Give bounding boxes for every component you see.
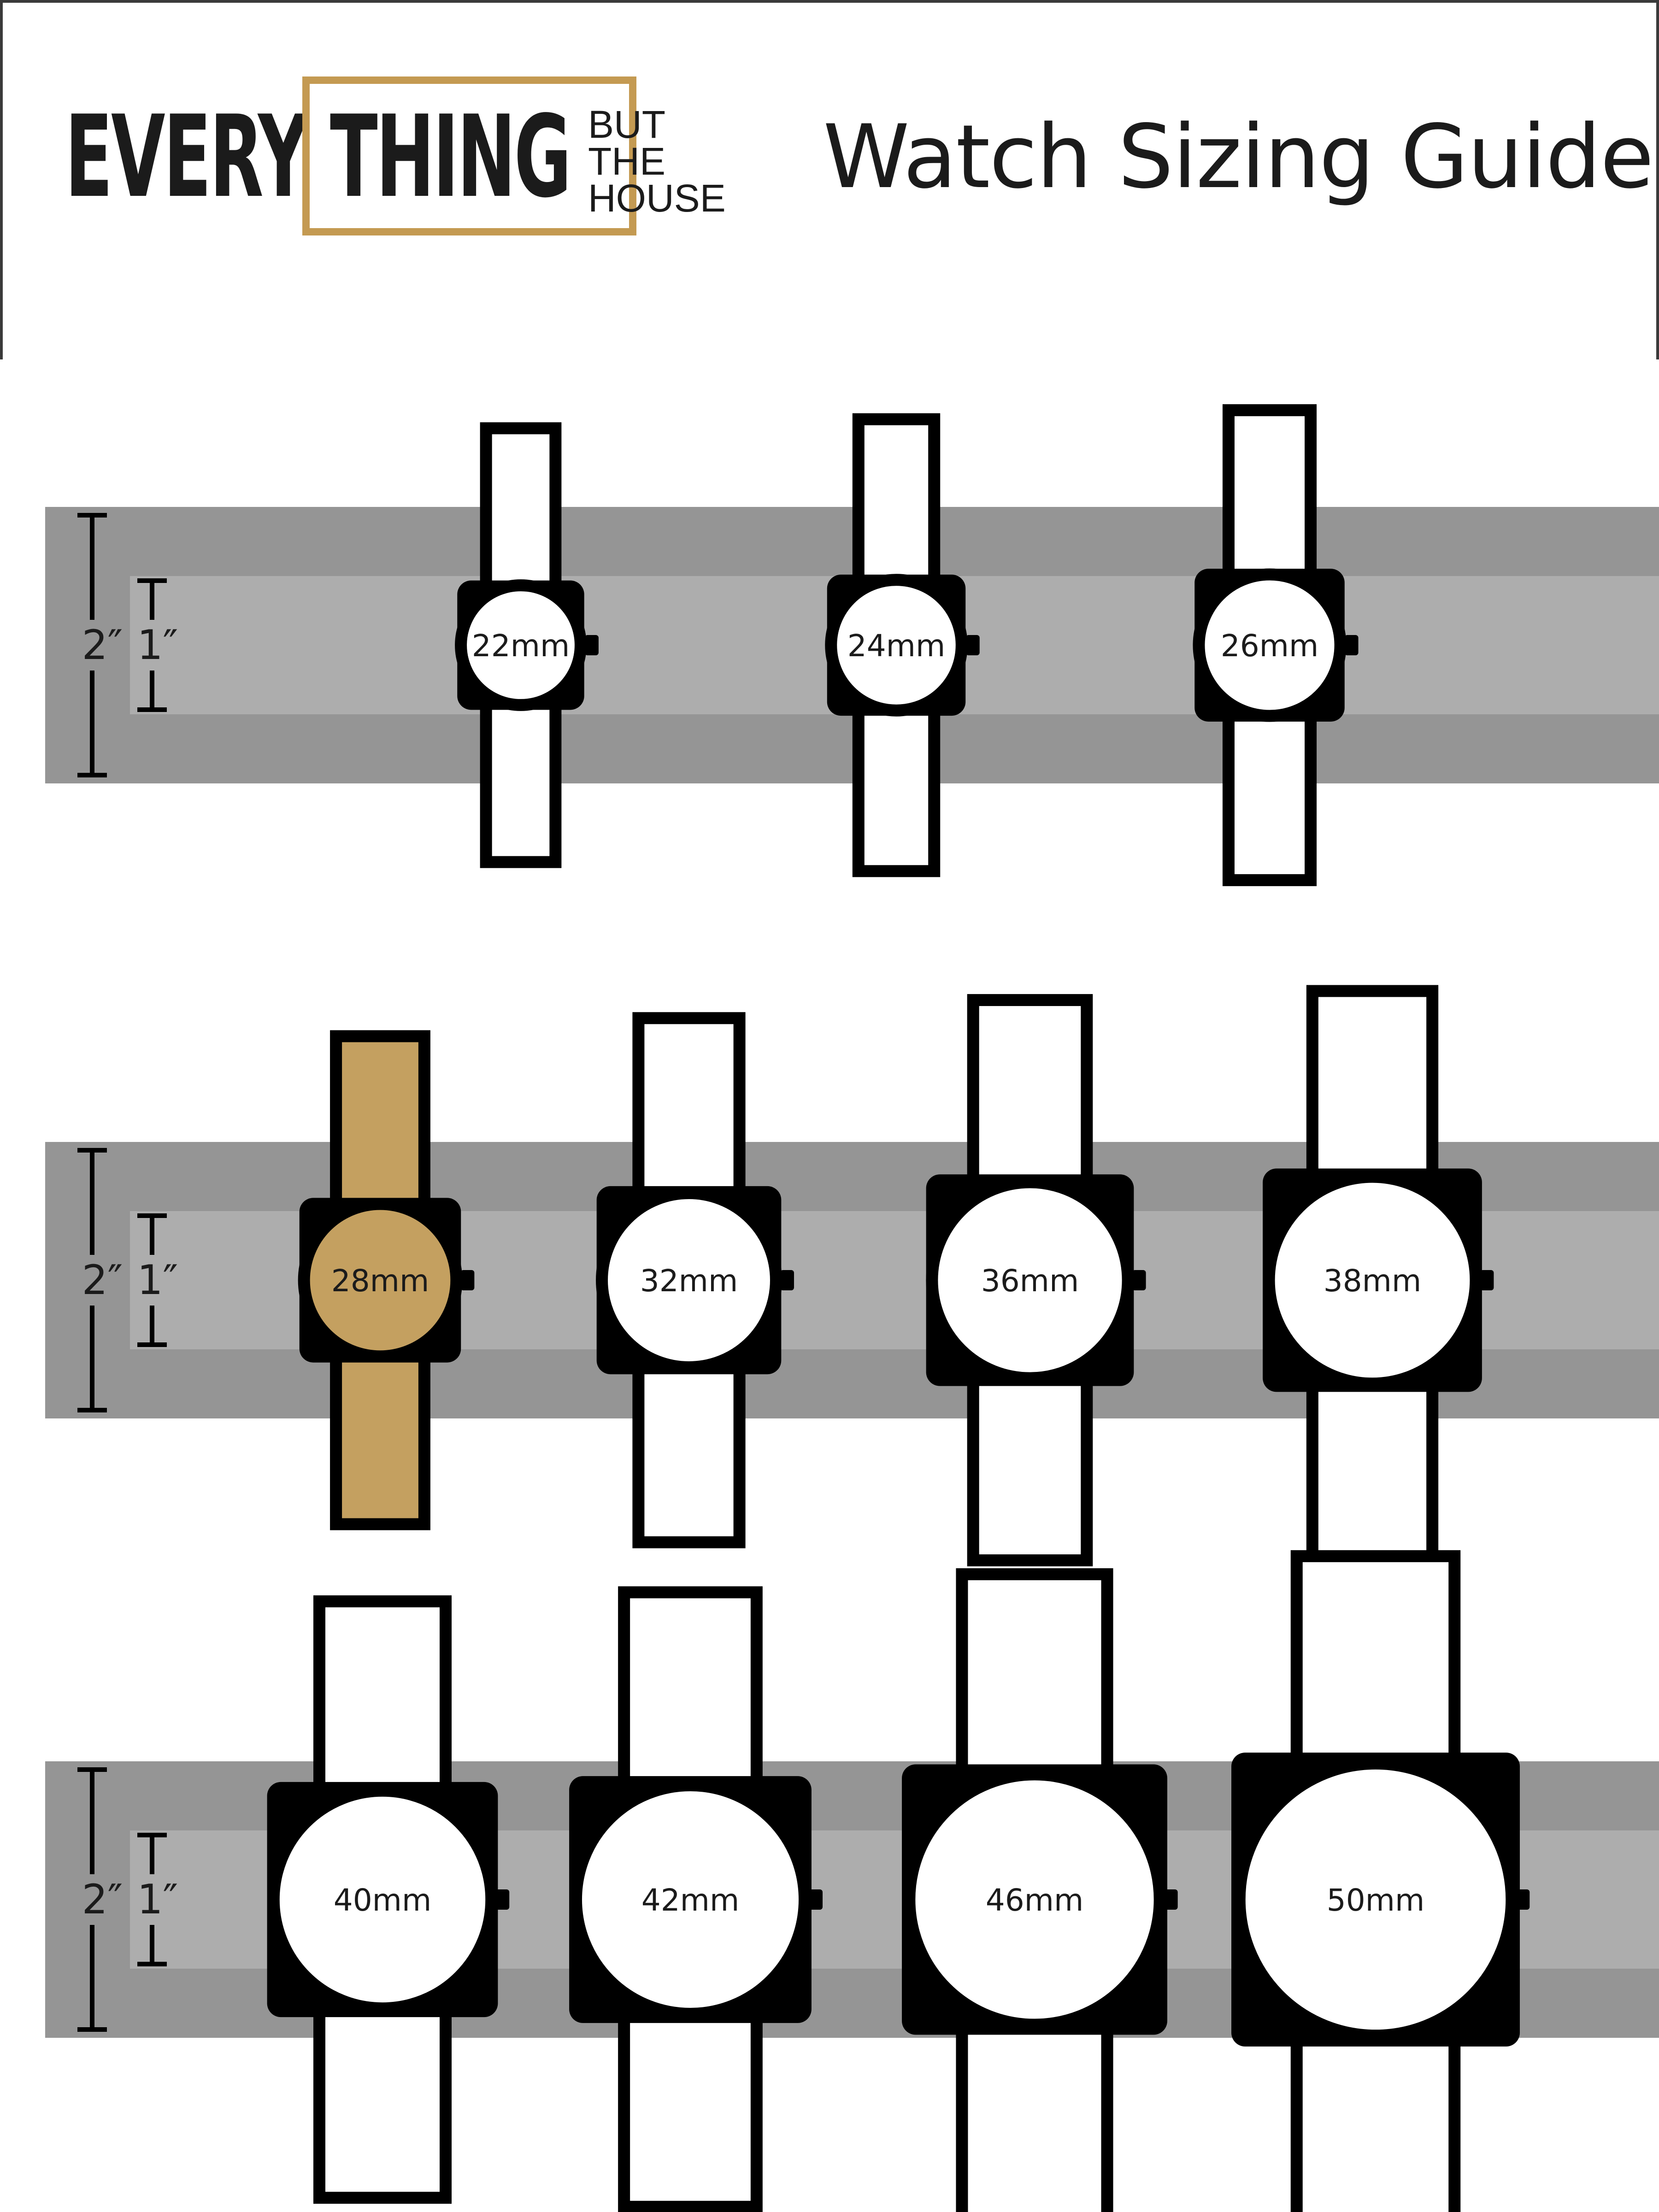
watch-crown: [1516, 1889, 1530, 1910]
watch-face: [926, 1176, 1134, 1384]
watch-size-label: 40mm: [334, 1883, 432, 1918]
logo-thing-text: THING: [330, 91, 571, 223]
watch-size-label: 22mm: [472, 628, 570, 664]
header: EVERY THING BUT THE HOUSE Watch Sizing G…: [0, 0, 1659, 359]
watch-36mm: 36mm: [926, 994, 1146, 1566]
watch-crown: [1344, 635, 1359, 655]
watch-crown: [1132, 1270, 1146, 1290]
watch-face: [1263, 1171, 1482, 1390]
watch-face: [825, 574, 968, 717]
watch-size-label: 42mm: [641, 1883, 740, 1918]
one-inch-label: 1″: [137, 1876, 178, 1923]
logo-every-text: EVERY: [65, 91, 309, 223]
logo-the-text: THE: [588, 140, 665, 183]
watch-size-label: 46mm: [986, 1883, 1084, 1918]
watch-24mm: 24mm: [825, 413, 980, 877]
watch-crown: [584, 635, 599, 655]
watch-28mm: 28mm: [298, 1030, 475, 1530]
watch-size-label: 28mm: [331, 1263, 429, 1299]
two-inch-marker: 2″: [77, 513, 123, 777]
watch-40mm: 40mm: [267, 1595, 510, 2204]
watch-crown: [1164, 1889, 1178, 1910]
watch-46mm: 46mm: [902, 1568, 1178, 2212]
watch-face: [596, 1187, 782, 1373]
watch-size-label: 50mm: [1327, 1883, 1425, 1918]
two-inch-label: 2″: [82, 1256, 123, 1304]
watch-face: [570, 1779, 811, 2020]
brand-logo: EVERY THING BUT THE HOUSE: [65, 76, 729, 238]
logo-house-text: HOUSE: [588, 176, 726, 220]
one-inch-label: 1″: [137, 1256, 178, 1304]
watch-22mm: 22mm: [455, 422, 599, 868]
two-inch-marker: 2″: [77, 1767, 123, 2032]
watch-crown: [1480, 1270, 1494, 1290]
two-inch-label: 2″: [82, 1876, 123, 1923]
watch-crown: [780, 1270, 794, 1290]
watch-42mm: 42mm: [569, 1586, 823, 2212]
watch-face: [267, 1784, 498, 2015]
two-inch-label: 2″: [82, 621, 123, 669]
watch-size-label: 24mm: [847, 628, 946, 664]
watch-crown: [965, 635, 980, 655]
watch-crown: [809, 1889, 823, 1910]
watch-face: [455, 579, 587, 711]
watch-face: [903, 1768, 1166, 2031]
one-inch-label: 1″: [137, 621, 178, 669]
one-inch-marker: 1″: [137, 1833, 178, 1966]
size-row: 2″ 1″ 28mm 32mm 36mm 38mm: [45, 985, 1659, 1576]
watch-size-label: 26mm: [1221, 628, 1319, 664]
two-inch-marker: 2″: [77, 1148, 123, 1412]
watch-face: [1193, 568, 1347, 722]
watch-26mm: 26mm: [1193, 404, 1359, 886]
watch-38mm: 38mm: [1263, 985, 1494, 1576]
one-inch-marker: 1″: [137, 578, 178, 712]
watch-crown: [460, 1270, 475, 1290]
watch-size-label: 38mm: [1324, 1263, 1422, 1299]
watch-50mm: 50mm: [1231, 1550, 1530, 2212]
logo-gold-frame: THING: [302, 76, 636, 235]
watch-32mm: 32mm: [596, 1012, 794, 1548]
page-title: Watch Sizing Guide: [823, 106, 1654, 208]
watch-face: [298, 1198, 463, 1363]
one-inch-marker: 1″: [137, 1213, 178, 1347]
size-row: 2″ 1″ 22mm 24mm 26mm: [45, 404, 1659, 886]
size-row: 2″ 1″ 40mm 42mm 46mm 50mm: [45, 1550, 1659, 2212]
watch-size-label: 36mm: [981, 1263, 1079, 1299]
watch-crown: [495, 1889, 510, 1910]
watch-face: [1233, 1757, 1518, 2042]
logo-but-text: BUT: [588, 103, 665, 146]
watch-size-label: 32mm: [640, 1263, 738, 1299]
